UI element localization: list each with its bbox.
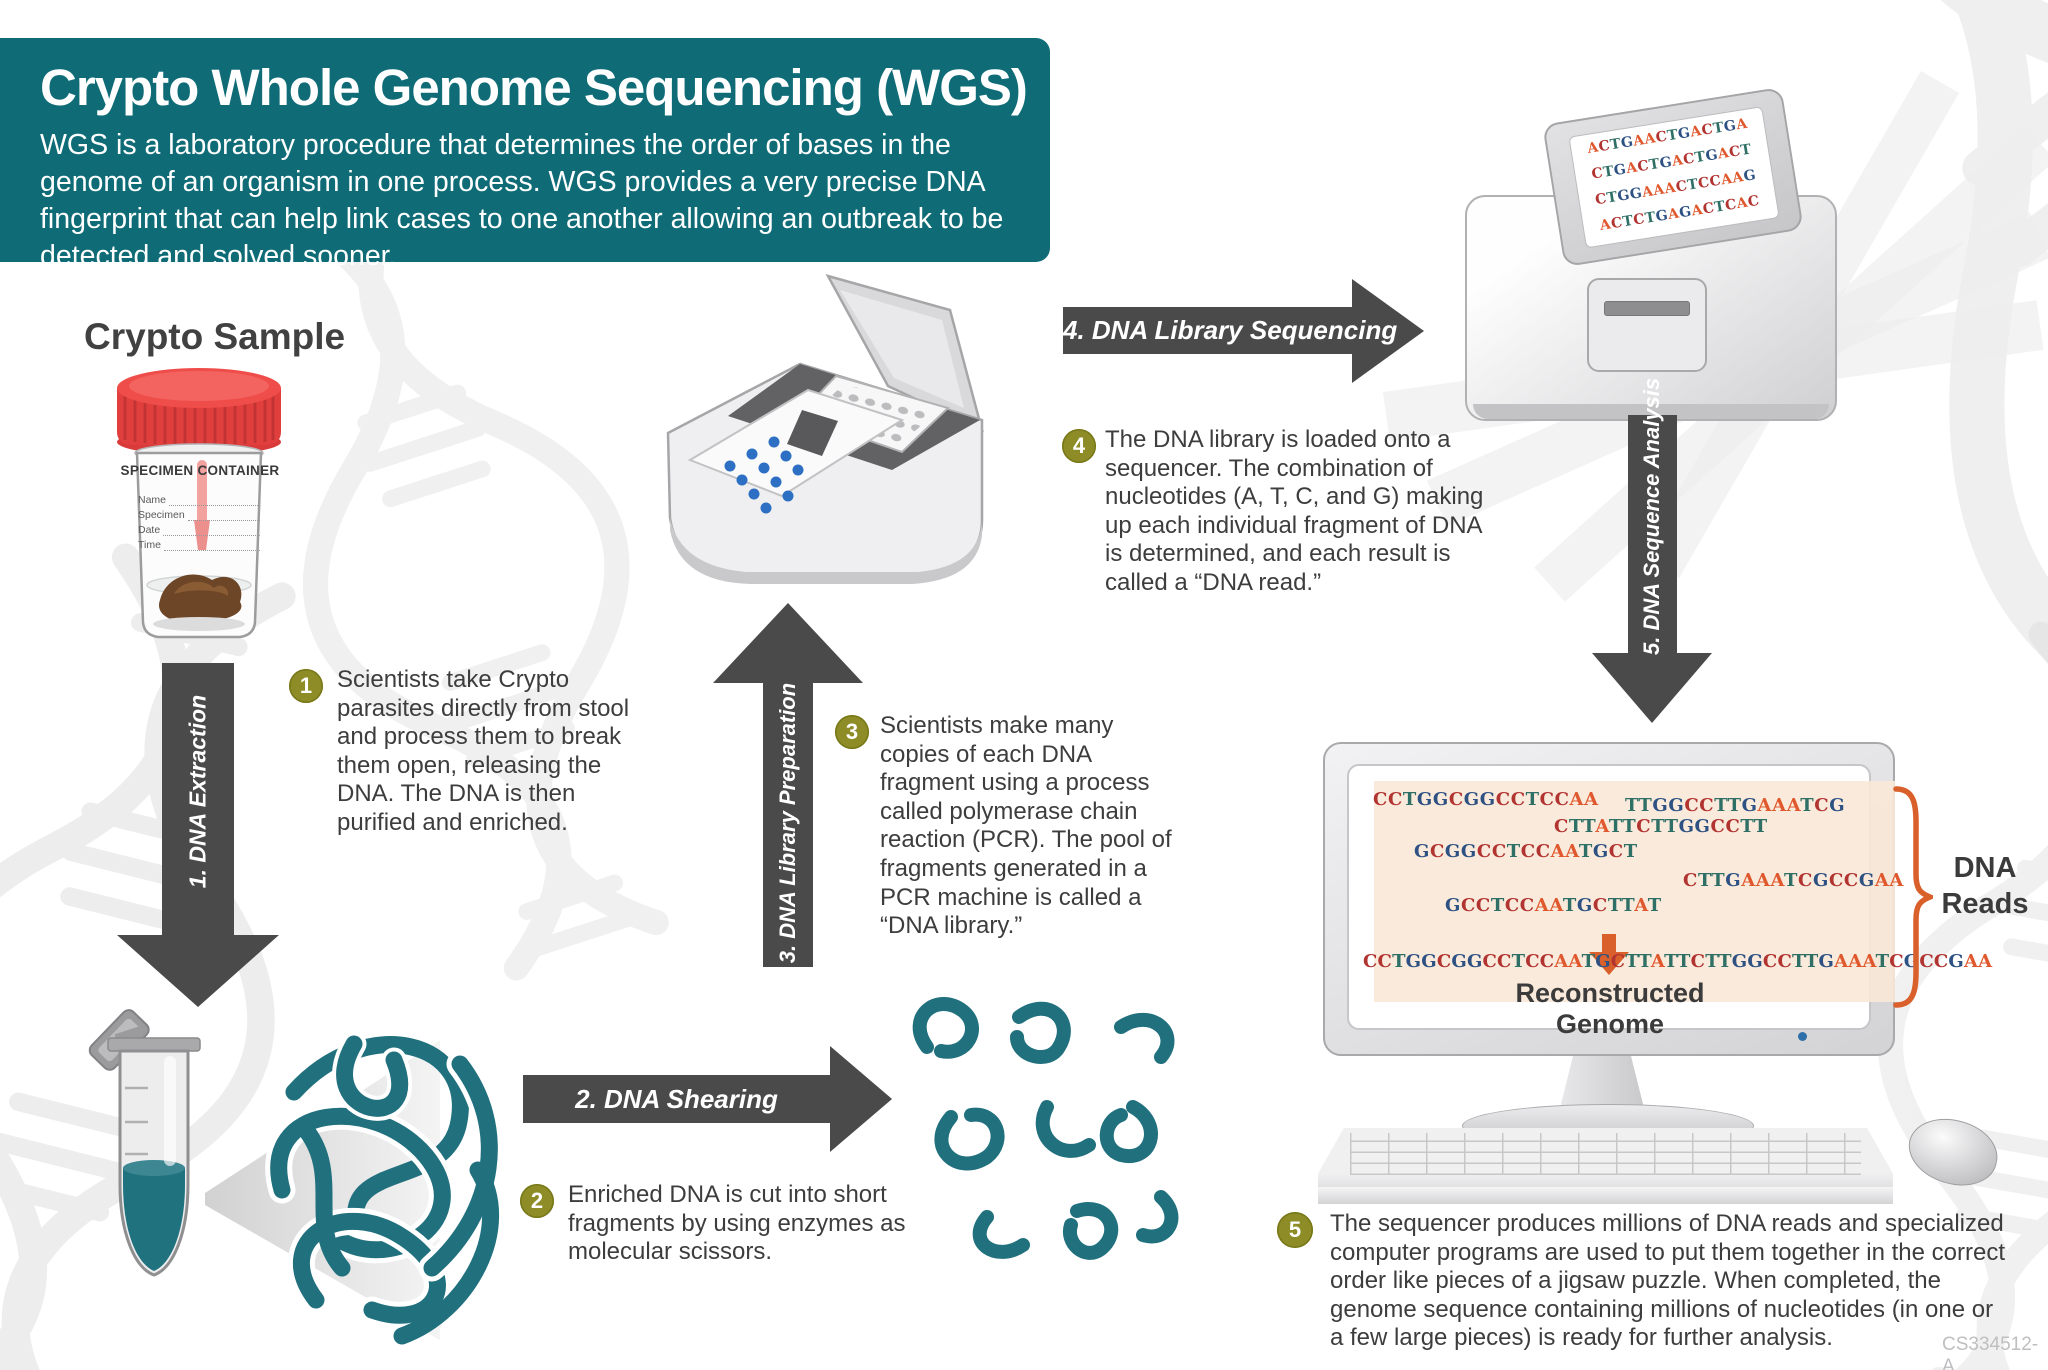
specimen-field-specimen: Specimen <box>138 507 260 521</box>
step-1-text: Scientists take Crypto parasites directl… <box>337 666 630 836</box>
step-5-text: The sequencer produces millions of DNA r… <box>1330 1210 2006 1352</box>
arrow-4-head-icon <box>1352 279 1424 383</box>
page-title: Crypto Whole Genome Sequencing (WGS) <box>40 59 1028 116</box>
monitor-stand <box>1559 1050 1645 1112</box>
document-code: CS334512-A <box>1942 1334 2039 1370</box>
arrow-1-label: 1. DNA Extraction <box>184 694 211 889</box>
dna-reads-brace-icon <box>1893 786 1933 1008</box>
sequencer-slot <box>1604 301 1690 316</box>
mouse-illustration <box>1902 1111 2004 1193</box>
specimen-field-date: Date <box>138 522 260 536</box>
step-3-badge: 3 <box>835 715 869 749</box>
header: Crypto Whole Genome Sequencing (WGS) WGS… <box>0 38 1050 272</box>
keyboard-illustration <box>1318 1128 1893 1204</box>
specimen-field-time: Time <box>138 537 260 551</box>
arrow-2-head-icon <box>830 1046 892 1152</box>
step-4-badge: 4 <box>1062 429 1096 463</box>
dna-fragments-illustration <box>912 997 1179 1260</box>
step-4-text: The DNA library is loaded onto a sequenc… <box>1105 426 1484 596</box>
keyboard-front-edge <box>1318 1187 1893 1204</box>
dna-reads-label: DNA Reads <box>1941 852 2029 920</box>
arrow-2-dna-shearing <box>523 1075 830 1123</box>
monitor-power-led <box>1798 1032 1807 1041</box>
step-2-badge: 2 <box>520 1184 554 1218</box>
step-5-badge: 5 <box>1277 1212 1313 1248</box>
arrow-5-label: 5. DNA Sequence Analysis <box>1639 377 1664 655</box>
arrow-4-label: 4. DNA Library Sequencing <box>1063 315 1398 345</box>
sequencer-screen: ACTGAACTGACTGA CTGACTGACTGACT CTGGAAACTC… <box>1568 106 1780 249</box>
arrow-2-label: 2. DNA Shearing <box>575 1084 778 1114</box>
step-2-text: Enriched DNA is cut into short fragments… <box>568 1181 906 1266</box>
sequencer-door <box>1587 278 1707 372</box>
dna-read: CCTGGCGGCCTCCAA <box>1373 789 1599 810</box>
arrow-5-head-icon <box>1592 653 1712 723</box>
specimen-field-name: Name <box>138 492 260 506</box>
arrow-3-label: 3. DNA Library Preparation <box>775 682 800 964</box>
arrow-4-dna-library-sequencing <box>1063 307 1352 354</box>
step-1-badge: 1 <box>289 669 323 703</box>
dna-read: CTTGAAATCGCCGAA <box>1683 870 1904 891</box>
reconstructed-genome-label: Reconstructed Genome <box>1515 978 1705 1039</box>
dna-tangle-illustration <box>265 1031 503 1345</box>
crypto-sample-label: Crypto Sample <box>84 316 346 357</box>
dna-read: CTTATTCTTGGCCTT <box>1554 816 1768 837</box>
pcr-machine-illustration <box>666 274 984 584</box>
dna-read: GCGGCCTCCAATGCT <box>1414 841 1638 862</box>
dna-read: TTGGCCTTGAAATCG <box>1625 795 1846 816</box>
tube-illustration <box>88 1009 201 1277</box>
step-3-text: Scientists make many copies of each DNA … <box>880 712 1172 940</box>
dna-read: GCCTCCAATGCTTAT <box>1445 895 1662 916</box>
specimen-container-title: SPECIMEN CONTAINER <box>120 463 280 478</box>
arrow-3-dna-library-preparation <box>763 681 813 967</box>
keyboard-keys <box>1349 1132 1862 1176</box>
arrow-3-head-icon <box>713 603 863 683</box>
header-description: WGS is a laboratory procedure that deter… <box>40 129 1004 272</box>
